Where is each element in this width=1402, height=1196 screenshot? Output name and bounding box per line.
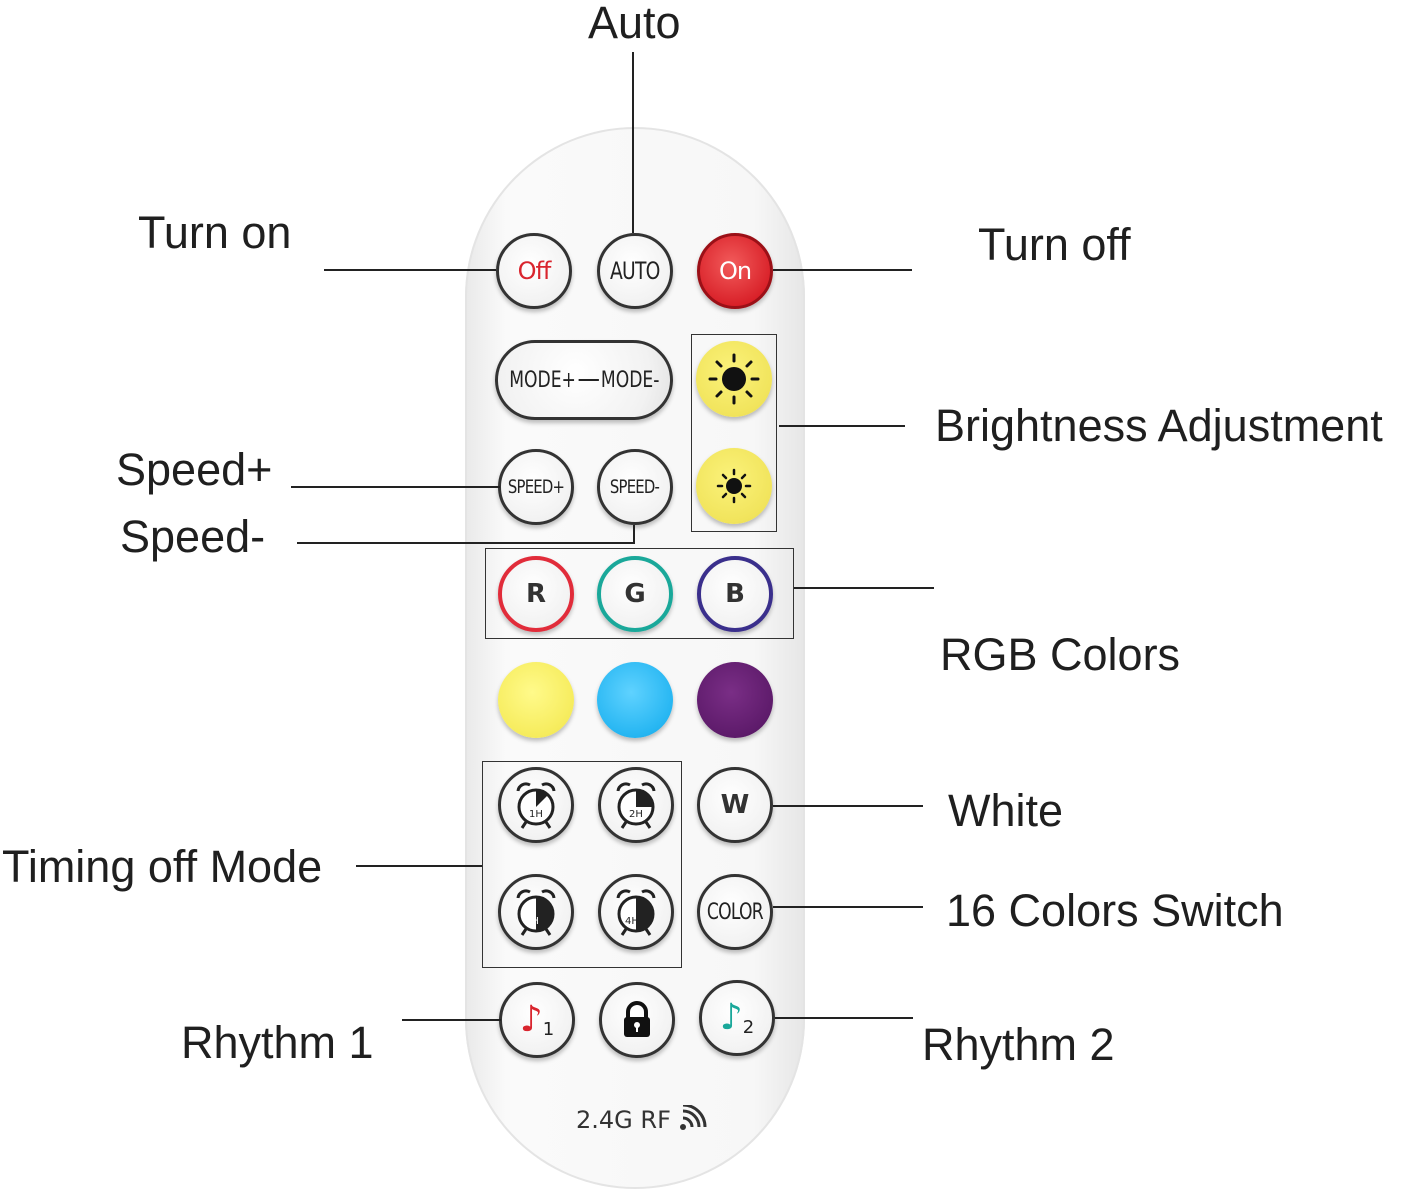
label-rhythm-2: Rhythm 2: [922, 1019, 1115, 1070]
leader-speed-plus: [291, 486, 500, 488]
leader-white: [773, 805, 923, 807]
rhythm-1-button[interactable]: ♪ 1: [499, 982, 575, 1058]
green-button-label: G: [624, 579, 646, 609]
on-button[interactable]: On: [697, 233, 773, 309]
leader-rhythm-1: [402, 1019, 501, 1021]
rf-footer-label: 2.4G RF: [576, 1106, 671, 1134]
rf-footer: 2.4G RF: [576, 1103, 709, 1134]
label-speed-minus: Speed-: [120, 511, 266, 562]
blue-button[interactable]: B: [697, 556, 773, 632]
label-brightness: Brightness Adjustment: [935, 400, 1383, 451]
timer-3h-label: 3H: [525, 916, 539, 927]
speed-minus-button[interactable]: SPEED-: [597, 449, 673, 525]
rhythm-1-number: 1: [542, 1018, 555, 1040]
mode-plus-label: MODE+: [508, 367, 576, 393]
music-note-red-icon: ♪: [519, 999, 543, 1040]
rhythm-2-button[interactable]: ♪ 2: [699, 980, 775, 1056]
green-button[interactable]: G: [597, 556, 673, 632]
auto-button[interactable]: AUTO: [597, 233, 673, 309]
leader-rhythm-2: [775, 1017, 913, 1019]
label-auto: Auto: [588, 0, 681, 48]
label-timing-off-mode: Timing off Mode: [2, 841, 323, 892]
mode-divider: [577, 379, 599, 381]
lock-button[interactable]: [599, 982, 675, 1058]
leader-rgb-colors: [794, 587, 934, 589]
label-turn-on: Turn on: [138, 207, 292, 258]
speed-plus-button[interactable]: SPEED+: [498, 449, 574, 525]
leader-brightness: [779, 425, 905, 427]
rhythm-2-number: 2: [742, 1016, 755, 1038]
label-16-colors-switch: 16 Colors Switch: [946, 885, 1284, 936]
timer-4h-button[interactable]: 4H: [598, 874, 674, 950]
alarm-clock-4h-icon: 4H: [616, 889, 656, 936]
brightness-group-box: [691, 334, 777, 532]
music-note-teal-icon: ♪: [719, 997, 743, 1038]
white-button-label: W: [720, 790, 750, 820]
on-button-label: On: [718, 257, 752, 285]
timer-2h-label: 2H: [629, 809, 643, 820]
rgb-group-box: [485, 548, 794, 639]
yellow-color-button[interactable]: [498, 662, 574, 738]
label-rgb-colors: RGB Colors: [940, 629, 1181, 680]
mode-minus-label: MODE-: [600, 367, 660, 393]
timer-2h-button[interactable]: 2H: [598, 767, 674, 843]
speed-plus-label: SPEED+: [507, 476, 565, 498]
label-turn-off: Turn off: [978, 219, 1131, 270]
alarm-clock-2h-icon: 2H: [616, 782, 656, 829]
lock-icon: [624, 1001, 650, 1037]
mode-button-labels: MODE+ MODE-: [509, 368, 659, 393]
label-rhythm-1: Rhythm 1: [181, 1017, 374, 1068]
mode-button[interactable]: MODE+ MODE-: [495, 340, 673, 420]
timer-group-box: [482, 761, 682, 968]
label-white: White: [948, 785, 1064, 836]
sun-small-icon: [716, 468, 752, 504]
alarm-clock-1h-icon: 1H: [516, 782, 556, 829]
label-speed-plus: Speed+: [116, 444, 273, 495]
leader-turn-off: [773, 269, 912, 271]
red-button-label: R: [525, 579, 547, 609]
color-switch-button[interactable]: COLOR: [697, 874, 773, 950]
red-button[interactable]: R: [498, 556, 574, 632]
speed-minus-label: SPEED-: [610, 476, 660, 498]
signal-icon: [679, 1103, 707, 1130]
brightness-up-button[interactable]: [696, 341, 772, 417]
cyan-color-button[interactable]: [597, 662, 673, 738]
off-button[interactable]: Off: [496, 233, 572, 309]
leader-16-colors-switch: [773, 906, 923, 908]
brightness-down-button[interactable]: [696, 448, 772, 524]
off-button-label: Off: [517, 257, 552, 285]
leader-turn-on: [324, 269, 496, 271]
timer-3h-button[interactable]: 3H: [498, 874, 574, 950]
timer-4h-label: 4H: [625, 916, 639, 927]
leader-auto: [632, 52, 634, 233]
leader-timing-off-mode: [356, 865, 482, 867]
leader-speed-minus-h: [297, 542, 634, 544]
alarm-clock-3h-icon: 3H: [516, 889, 556, 936]
sun-large-icon: [708, 353, 760, 405]
color-switch-label: COLOR: [707, 899, 764, 925]
timer-1h-label: 1H: [529, 809, 543, 820]
blue-button-label: B: [725, 579, 745, 609]
purple-color-button[interactable]: [697, 662, 773, 738]
leader-speed-minus-v: [633, 525, 635, 544]
auto-button-label: AUTO: [610, 257, 660, 285]
timer-1h-button[interactable]: 1H: [498, 767, 574, 843]
white-button[interactable]: W: [697, 767, 773, 843]
